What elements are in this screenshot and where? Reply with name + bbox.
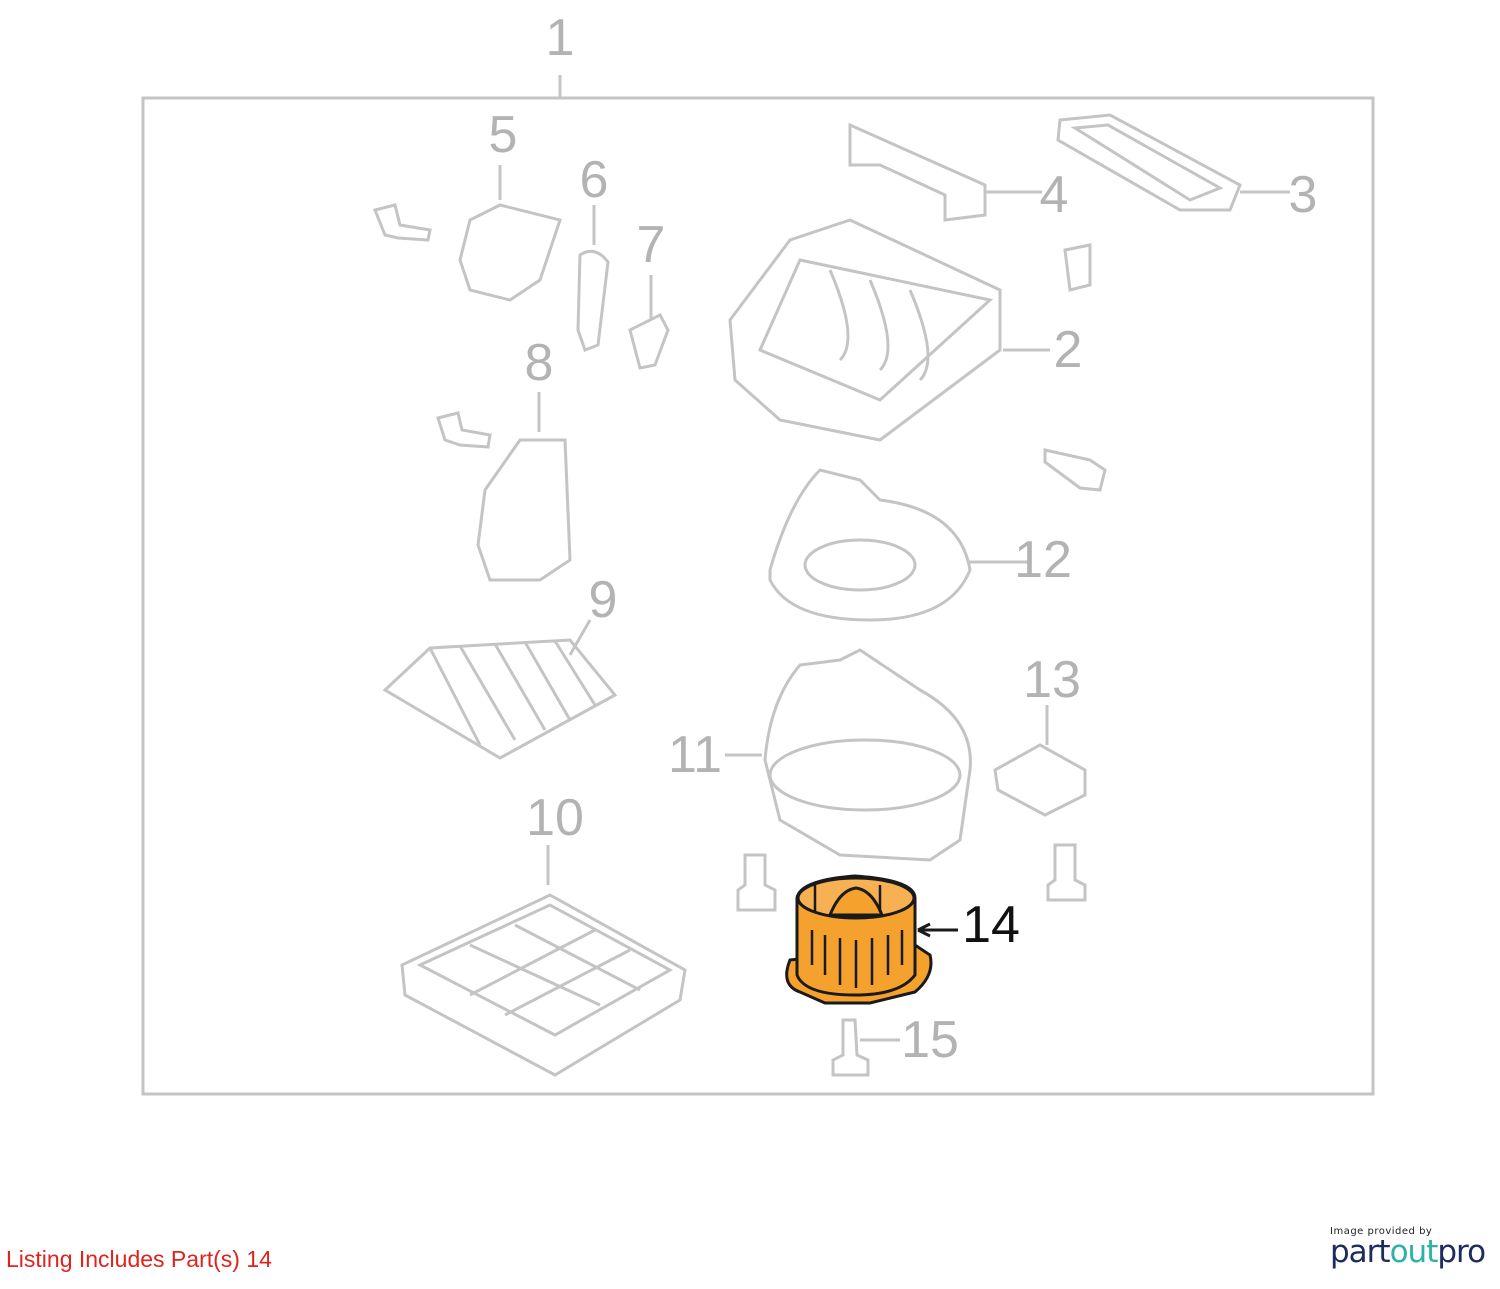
callout-1: 1 [545,9,575,67]
callout-10: 10 [526,789,584,847]
partoutpro-logo: partoutpro [1330,1234,1486,1270]
callout-2: 2 [1053,321,1083,379]
callout-15: 15 [901,1011,959,1069]
part-3-gasket [1056,113,1242,212]
part-9-filter [382,638,618,760]
part-11-blower-housing [763,648,972,862]
callout-6: 6 [579,151,609,209]
callout-13: 13 [1023,651,1081,709]
part-15-bolt [831,1018,870,1077]
part-10-filter-frame [400,893,687,1077]
logo-pro: pro [1437,1234,1486,1270]
part-8-module [476,438,572,582]
part-7-clip [628,313,670,370]
part-2-housing [728,218,1002,442]
listing-includes-text: Listing Includes Part(s) 14 [6,1246,272,1272]
callout-3: 3 [1288,166,1318,224]
callout-8: 8 [524,334,554,392]
part-5-actuator [458,203,562,302]
callout-7: 7 [636,216,666,274]
assembly-frame [141,96,1375,1096]
part-13-resistor [993,743,1087,817]
callout-5: 5 [488,106,518,164]
callout-14[interactable]: 14 [962,896,1020,954]
logo-part: part [1330,1234,1391,1270]
part-14-blower-motor[interactable] [785,874,958,1005]
callout-9: 9 [588,571,618,629]
logo-out: out [1389,1234,1439,1270]
image-credit: Image provided by [1330,1226,1433,1237]
callout-4: 4 [1039,166,1069,224]
callout-11: 11 [668,726,722,784]
part-6-lever [576,249,610,352]
part-12-cover [768,468,972,622]
callout-12: 12 [1014,531,1072,589]
part-4-bracket [848,122,987,222]
